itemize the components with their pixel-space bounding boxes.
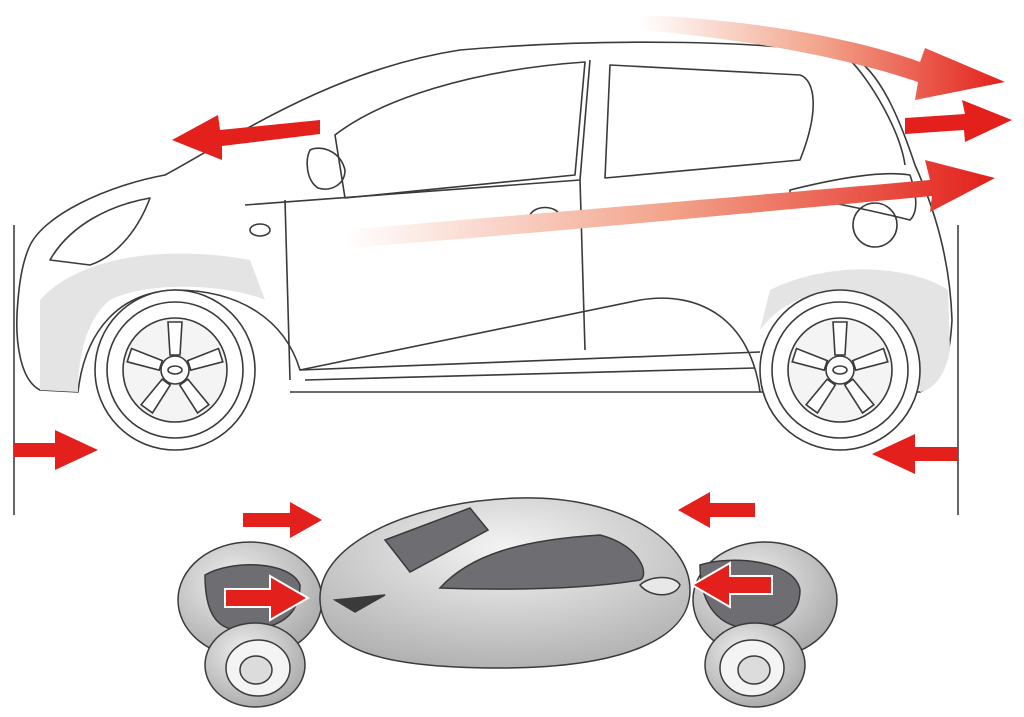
- front-wheel-icon: [94, 289, 256, 451]
- rear-extension-arrow-icon: [905, 100, 1012, 142]
- capsule-car-concept-icon: [177, 497, 838, 708]
- front-pod-arrow-icon: [224, 574, 310, 622]
- front-compress-arrow-icon: [14, 430, 98, 470]
- rear-pod-arrow-icon: [690, 561, 773, 609]
- capsule-rear-arrow-icon: [678, 492, 755, 528]
- cabin-length-arrow-icon: [345, 160, 995, 248]
- rear-compress-arrow-icon: [872, 434, 958, 474]
- front-extension-arrow-icon: [172, 115, 320, 160]
- roof-airflow-arrow-icon: [640, 15, 1005, 100]
- capsule-front-arrow-icon: [243, 502, 322, 538]
- rear-wheel-icon: [759, 289, 921, 451]
